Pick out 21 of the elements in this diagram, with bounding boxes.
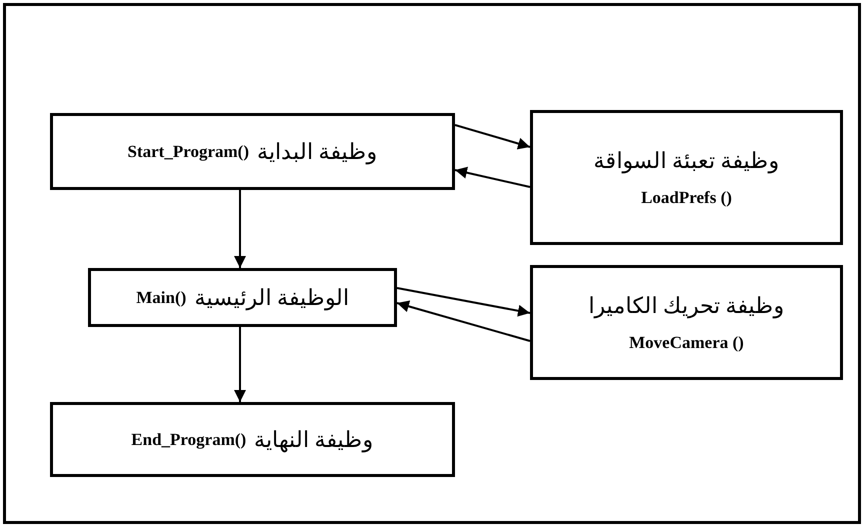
function-name: End_Program() (131, 430, 246, 450)
process-box (530, 265, 843, 380)
arrow (454, 166, 530, 188)
arrow (396, 287, 530, 317)
arrow (234, 327, 246, 402)
process-box (50, 113, 455, 190)
arrow (454, 124, 530, 150)
arrow (396, 300, 530, 342)
arrow (234, 190, 246, 268)
function-name: Main() (136, 288, 186, 308)
function-label: الوظيفة الرئيسية (194, 284, 349, 310)
function-name: MoveCamera () (629, 332, 744, 352)
process-box (88, 268, 397, 327)
function-name: LoadPrefs () (641, 188, 732, 208)
process-box (530, 110, 843, 245)
function-label: وظيفة البداية (256, 138, 378, 164)
function-label: وظيفة النهاية (254, 426, 374, 452)
process-box (50, 402, 455, 477)
function-label: وظيفة تحريك الكاميرا (588, 292, 784, 318)
function-name: Start_Program() (128, 142, 249, 162)
function-label: وظيفة تعبئة السواقة (594, 148, 780, 174)
